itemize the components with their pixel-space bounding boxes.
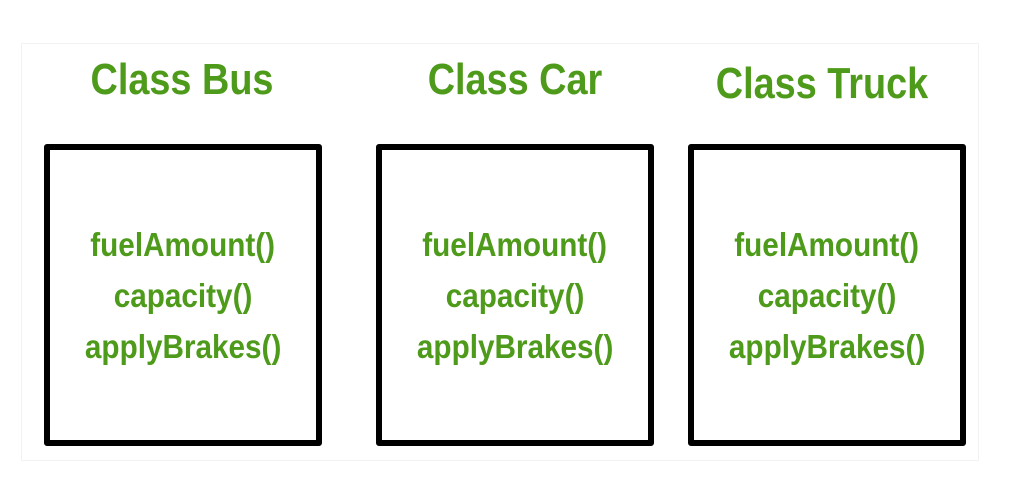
- class-bus-method-fuel-amount: fuelAmount(): [90, 225, 276, 263]
- diagram-panel: [22, 44, 978, 460]
- class-car-box: fuelAmount() capacity() applyBrakes(): [376, 144, 654, 446]
- class-car-method-apply-brakes: applyBrakes(): [416, 327, 614, 365]
- class-truck-method-capacity: capacity(): [757, 276, 897, 314]
- class-bus-method-capacity: capacity(): [113, 276, 253, 314]
- class-bus-title: Class Bus: [90, 55, 274, 104]
- class-car-title: Class Car: [427, 55, 603, 104]
- class-bus-method-apply-brakes: applyBrakes(): [84, 327, 282, 365]
- class-bus-box: fuelAmount() capacity() applyBrakes(): [44, 144, 322, 446]
- class-truck-title: Class Truck: [715, 59, 929, 108]
- class-truck-method-apply-brakes: applyBrakes(): [728, 327, 926, 365]
- class-car-method-fuel-amount: fuelAmount(): [422, 225, 608, 263]
- class-car-method-capacity: capacity(): [445, 276, 585, 314]
- class-truck-method-fuel-amount: fuelAmount(): [734, 225, 920, 263]
- class-truck-box: fuelAmount() capacity() applyBrakes(): [688, 144, 966, 446]
